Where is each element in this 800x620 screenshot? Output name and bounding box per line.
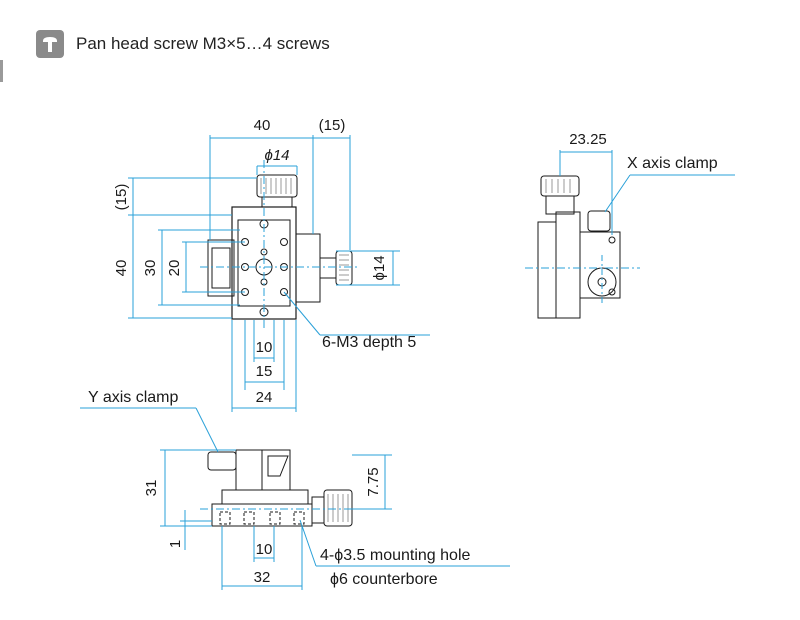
dim-offset-15: (15) [319, 117, 346, 134]
page-edge-marker [0, 60, 3, 82]
dim-10-top: 10 [256, 339, 273, 356]
dim-24-top: 24 [256, 389, 273, 406]
dim-30: 30 [142, 260, 159, 277]
dim-31: 31 [143, 480, 160, 497]
dim-phi-14-top: ϕ14 [264, 147, 289, 164]
callout-6-m3-depth: 6-M3 depth 5 [322, 334, 416, 351]
callout-x-axis-clamp: X axis clamp [627, 155, 718, 172]
dim-32-front: 32 [254, 569, 271, 586]
callout-counterbore: ϕ6 counterbore [330, 571, 438, 588]
dim-height-40: 40 [113, 260, 130, 277]
pan-head-screw-icon [36, 30, 64, 58]
dim-23-25: 23.25 [569, 131, 607, 148]
side-view: 23.25 X axis clamp [525, 131, 735, 319]
top-view: 40 (15) ϕ14 (15) 40 30 20 ϕ14 10 15 24 6… [113, 117, 430, 412]
dim-width-40: 40 [254, 117, 271, 134]
header-title: Pan head screw M3×5…4 screws [76, 34, 330, 53]
dim-20: 20 [166, 260, 183, 277]
dim-10-front: 10 [256, 541, 273, 558]
callout-y-axis-clamp: Y axis clamp [88, 389, 179, 406]
dim-7-75: 7.75 [365, 467, 382, 496]
front-view: Y axis clamp 31 7.75 1 10 32 4-ϕ3.5 moun… [80, 389, 510, 590]
dim-phi-14-right: ϕ14 [371, 255, 388, 280]
dim-1: 1 [167, 540, 184, 548]
dim-left-offset-15: (15) [113, 184, 130, 211]
header: Pan head screw M3×5…4 screws [36, 30, 330, 58]
callout-mounting-hole: 4-ϕ3.5 mounting hole [320, 547, 470, 564]
dim-15-top: 15 [256, 363, 273, 380]
